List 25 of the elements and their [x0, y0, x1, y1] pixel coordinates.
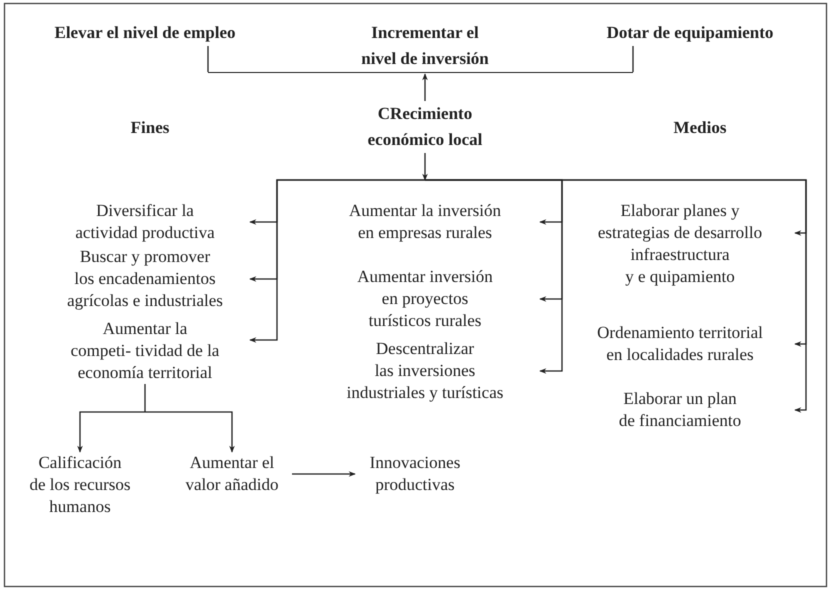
column-heading: Fines — [130, 117, 170, 139]
arrow — [249, 179, 425, 343]
node-text: Elevar el nivel de empleo — [54, 22, 236, 44]
arrow — [145, 411, 235, 453]
arrow — [422, 73, 428, 101]
node-text: Aumentar inversión en proyectos turísticos rurales — [356, 266, 494, 332]
node-text: Aumentar la competi- tividad de la economía territorial — [70, 318, 220, 384]
arrow — [292, 471, 356, 477]
node-text: Incrementar el nivel de inversión — [360, 22, 490, 70]
arrow — [77, 411, 145, 453]
node-text: Buscar y promover los encadenamientos agrícolas e industriales — [66, 246, 224, 312]
node-text: Ordenamiento territorial en localidades rurales — [596, 322, 764, 366]
column-heading: Medios — [674, 117, 726, 139]
node-text: Elaborar un plan de financiamiento — [618, 388, 742, 432]
arrow — [425, 179, 807, 413]
node-text: Elaborar planes y estrategias de desarrollo infraestructura y e quipamiento — [596, 200, 764, 288]
node-text: Dotar de equipamiento — [606, 22, 774, 44]
node-text: Aumentar el valor añadido — [184, 452, 280, 496]
node-text: Calificación de los recursos humanos — [28, 452, 132, 518]
node-text: CRecimiento económico local — [366, 103, 484, 151]
node-text: Diversificar la actividad productiva — [74, 200, 216, 244]
node-text: Descentralizar las inversiones industriales y turísticas — [346, 338, 504, 404]
node-text: Innovaciones productivas — [368, 452, 462, 496]
node-text: Aumentar la inversión en empresas rurales — [348, 200, 502, 244]
arrow — [422, 153, 428, 181]
